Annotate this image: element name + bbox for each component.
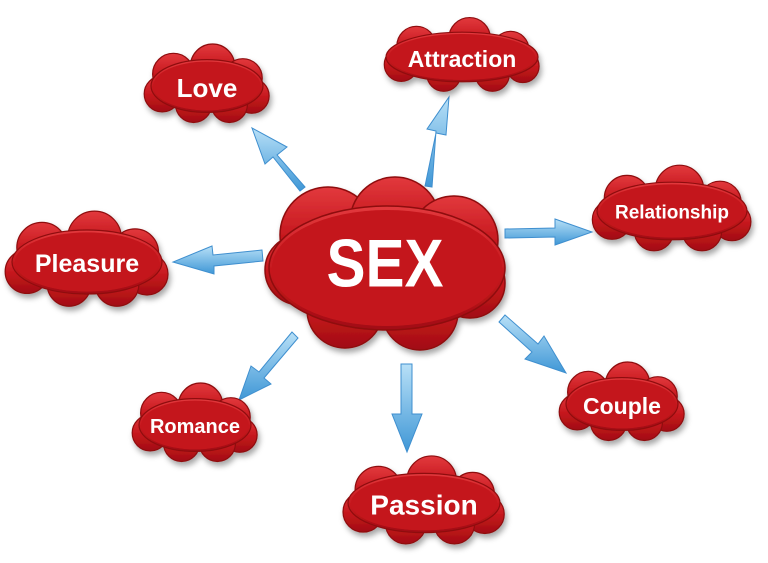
cloud-label-pleasure: Pleasure — [35, 250, 139, 278]
arrow-to-relationship — [504, 218, 594, 246]
arrow-to-attraction — [424, 95, 450, 188]
cloud-label-relationship: Relationship — [615, 203, 729, 224]
arrow-to-romance — [238, 331, 299, 402]
cloud-pleasure: Pleasure — [4, 210, 169, 307]
arrow-to-couple — [498, 314, 568, 374]
cloud-relationship: Relationship — [591, 164, 752, 252]
arrows — [171, 95, 594, 454]
arrow-to-love — [251, 126, 306, 192]
center-label: SEX — [327, 226, 444, 301]
cloud-attraction: Attraction — [383, 16, 540, 92]
cloud-label-couple: Couple — [583, 393, 661, 419]
cloud-passion: Passion — [342, 455, 505, 545]
arrow-to-pleasure — [171, 245, 264, 275]
cloud-romance: Romance — [131, 382, 258, 463]
cloud-label-passion: Passion — [370, 490, 477, 521]
cloud-couple: Couple — [558, 361, 685, 442]
cloud-label-love: Love — [177, 73, 238, 103]
arrow-to-passion — [391, 363, 423, 454]
center-cloud: SEX — [264, 176, 506, 351]
cloud-label-romance: Romance — [150, 416, 240, 438]
cloud-love: Love — [143, 43, 270, 124]
cloud-label-attraction: Attraction — [408, 46, 517, 72]
